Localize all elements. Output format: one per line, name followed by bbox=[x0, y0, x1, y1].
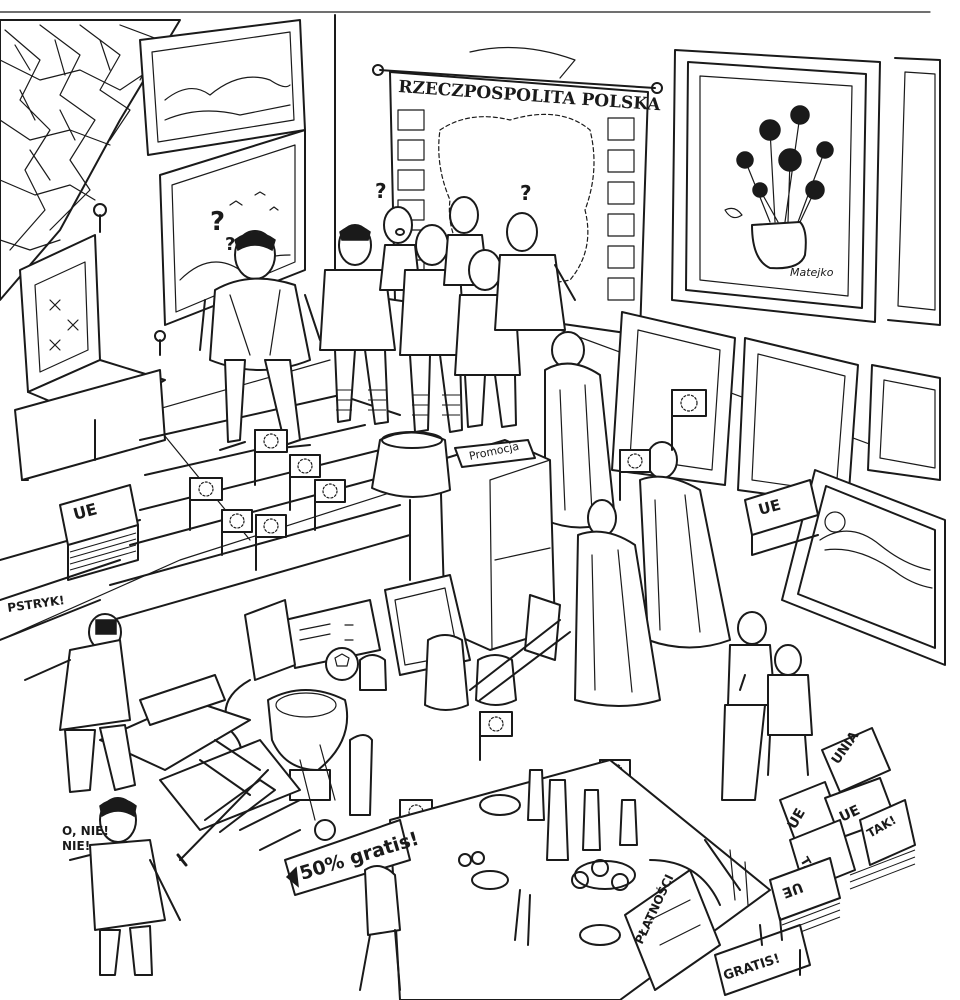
protester-speech-line2: NIE! bbox=[62, 839, 90, 853]
nobleman-2 bbox=[319, 224, 396, 425]
eu-flag-icon bbox=[479, 711, 513, 761]
toilet-bowl bbox=[267, 689, 349, 801]
nobleman-4 bbox=[399, 224, 466, 433]
floor-lamp bbox=[371, 431, 451, 581]
goods-pile: Promocja bbox=[224, 431, 571, 801]
crate-label: UE bbox=[780, 878, 805, 900]
eu-flag-icon bbox=[221, 509, 253, 556]
robed-official-3 bbox=[574, 499, 661, 707]
reclining-figure-painting bbox=[781, 469, 946, 666]
eu-flag-icon bbox=[671, 389, 707, 451]
vacuum-cleaner bbox=[224, 599, 296, 771]
nobleman-6 bbox=[454, 249, 521, 428]
robed-officials bbox=[544, 331, 731, 707]
bottles-jars bbox=[359, 594, 561, 711]
banquet-table bbox=[389, 759, 771, 1000]
sword-icon bbox=[176, 769, 269, 867]
question-mark-icon: ? bbox=[210, 207, 225, 237]
eu-flag-icon bbox=[314, 479, 346, 531]
camera-icon bbox=[95, 619, 117, 635]
eu-flag-icon bbox=[619, 449, 651, 501]
porter-2 bbox=[767, 644, 813, 776]
eu-flag-icon bbox=[254, 429, 288, 486]
eu-flag-icon bbox=[255, 514, 287, 571]
eu-flag-icon bbox=[289, 454, 321, 511]
porter-1 bbox=[721, 611, 776, 801]
crouching-figure bbox=[359, 865, 401, 991]
protester-speech-line1: O, NIE! bbox=[62, 824, 109, 838]
floor-clutter bbox=[99, 674, 373, 851]
painting-signature: Matejko bbox=[790, 266, 834, 279]
crate-stack-left: UE bbox=[59, 484, 139, 581]
football bbox=[325, 647, 359, 681]
porters bbox=[721, 611, 813, 801]
crate-stacks: UE UE UNIA UE UE TAK! TAK! UE bbox=[59, 479, 916, 940]
gratis-sign: GRATIS! bbox=[714, 917, 811, 996]
question-mark-icon: ? bbox=[375, 179, 387, 203]
robed-official-1 bbox=[544, 331, 616, 529]
nobleman-7 bbox=[494, 212, 576, 331]
landscape-painting-top bbox=[139, 19, 306, 156]
photographer-speech: PSTRYK! bbox=[6, 593, 65, 615]
robed-official-2 bbox=[639, 441, 731, 649]
crate-stack-mid: UE bbox=[744, 479, 819, 556]
throne bbox=[14, 203, 166, 481]
sunflower-vase bbox=[724, 105, 834, 270]
protester: O, NIE! NIE! bbox=[62, 797, 181, 976]
eu-flag-icon bbox=[189, 477, 223, 531]
crate-stack-right: UNIA UE UE TAK! TAK! UE bbox=[769, 727, 916, 940]
question-mark-icon: ? bbox=[225, 234, 235, 255]
refrigerator: Promocja bbox=[439, 439, 556, 651]
question-mark-icon: ? bbox=[520, 181, 532, 205]
crate-label: UE bbox=[756, 496, 782, 519]
table-items bbox=[458, 769, 749, 946]
photographer: PSTRYK! bbox=[6, 593, 136, 793]
sunflowers-painting: Matejko bbox=[671, 49, 881, 323]
frame-right-edge bbox=[887, 57, 941, 326]
